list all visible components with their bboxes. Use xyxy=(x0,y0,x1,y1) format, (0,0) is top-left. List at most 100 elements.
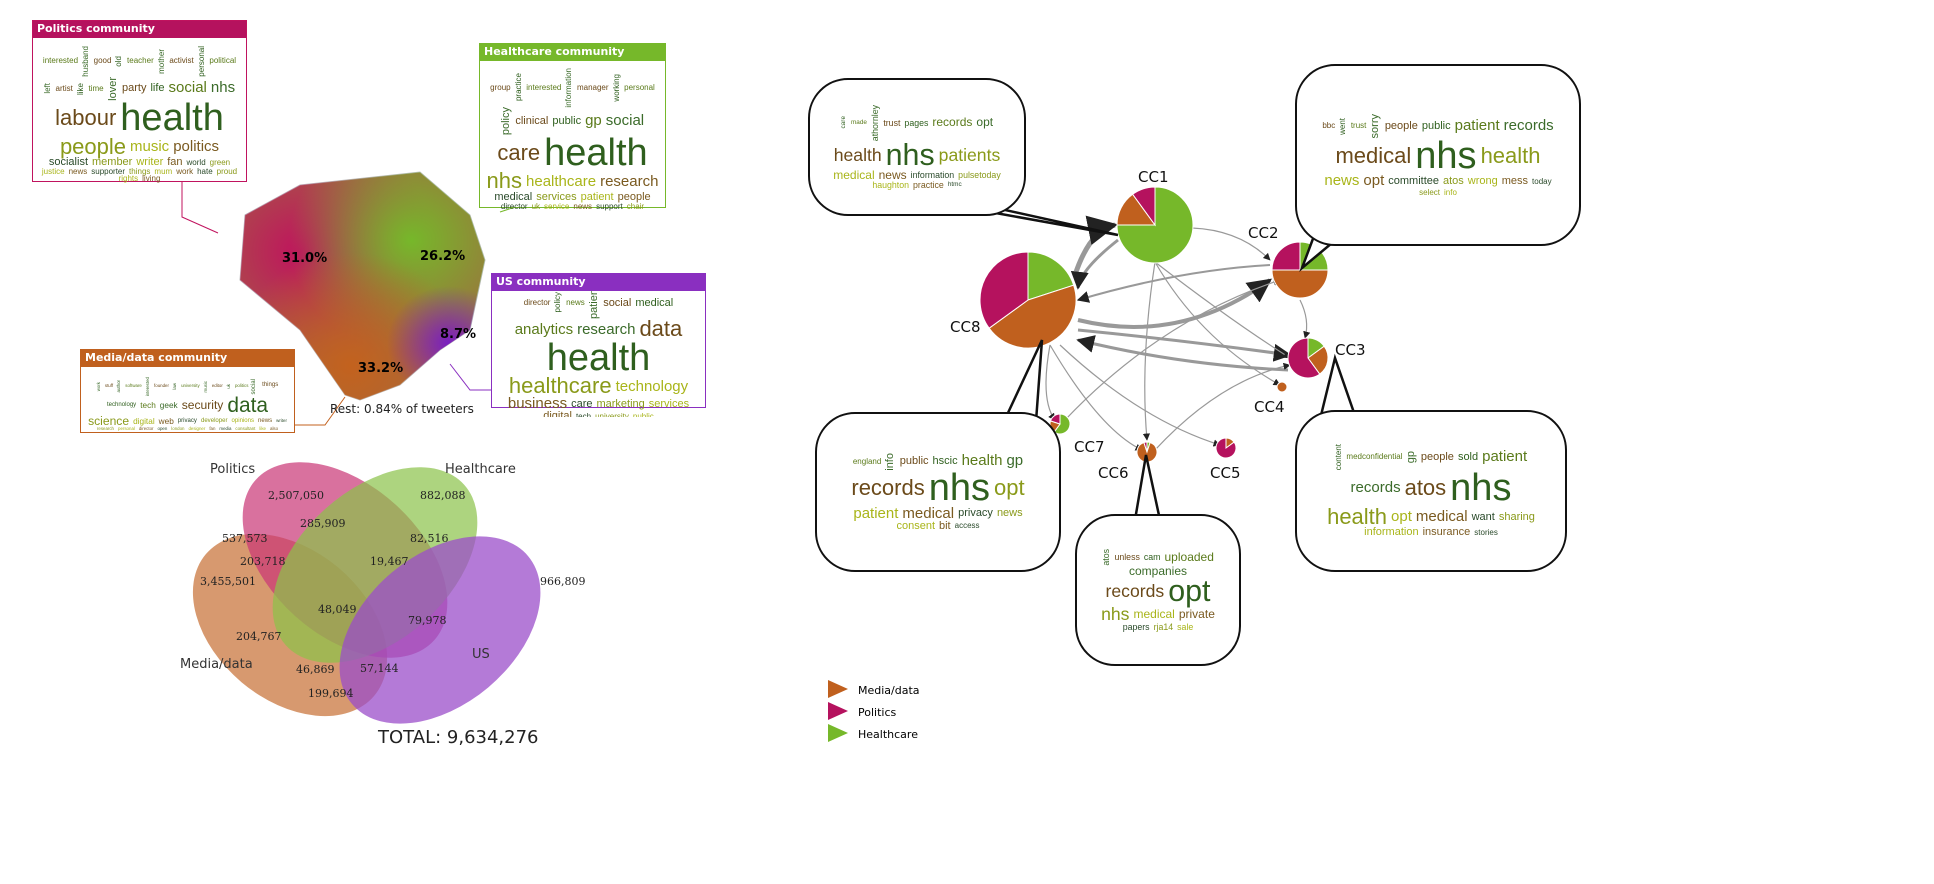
cloud-word: lover xyxy=(106,76,119,101)
cloud-word: activist xyxy=(169,56,194,66)
politics-community-title: Politics community xyxy=(33,21,246,38)
cloud-word: unless xyxy=(1114,552,1140,563)
venn-ph: 285,909 xyxy=(300,517,346,530)
cloud-word: medical xyxy=(902,504,955,522)
cloud-word: patient xyxy=(580,191,614,204)
cloud-word: sold xyxy=(1457,451,1479,464)
cloud-word: uk xyxy=(225,383,231,389)
cloud-word: good xyxy=(93,56,112,66)
cloud-word: chair xyxy=(626,201,645,211)
cloud-word: stuff xyxy=(104,383,114,389)
cloud-word: support xyxy=(596,201,623,211)
cloud-word: proud xyxy=(216,166,238,176)
cloud-word: policy xyxy=(499,107,512,136)
venn-diagram xyxy=(192,462,541,724)
cloud-word: designer xyxy=(188,426,206,432)
cloud-word: digital xyxy=(543,410,572,417)
cloud-word: atos xyxy=(1443,175,1464,188)
cloud-word: public xyxy=(899,455,929,468)
cloud-word: went xyxy=(1338,117,1348,135)
cloud-word: england xyxy=(852,456,882,466)
cloud-word: like xyxy=(75,82,85,95)
cloud-word: health xyxy=(1480,142,1541,168)
cloud-word: opt xyxy=(1391,507,1412,525)
pie-slice-politics xyxy=(1215,437,1237,459)
cloud-word: university xyxy=(595,411,629,417)
cloud-word: politics xyxy=(173,137,220,155)
cloud-word: services xyxy=(648,398,690,411)
cloud-word: made xyxy=(850,118,867,126)
cloud-word: care xyxy=(839,116,847,129)
cloud-word: director xyxy=(500,201,528,211)
cloud-word: people xyxy=(59,133,127,159)
cloud-word: people xyxy=(1420,451,1454,464)
cloud-word: privacy xyxy=(177,417,197,424)
venn-hm: 204,767 xyxy=(236,630,282,643)
pie-slice-healthcare xyxy=(1027,251,1075,301)
cloud-word: tech xyxy=(140,400,156,410)
legend-swatch-politics xyxy=(828,702,848,720)
cloud-word: nhs xyxy=(928,467,991,510)
cloud-word: privacy xyxy=(958,507,993,520)
cloud-word: medical xyxy=(1335,142,1412,168)
cloud-word: geek xyxy=(159,400,178,410)
pie-slice-politics xyxy=(1131,186,1156,227)
cloud-word: nhs xyxy=(210,79,236,97)
cloud-word: manager xyxy=(576,82,609,92)
cloud-word: opt xyxy=(994,475,1025,501)
venn-total: TOTAL: 9,634,276 xyxy=(377,727,539,748)
cloud-word: mum xyxy=(154,166,173,176)
pie-slice-politics xyxy=(1049,413,1061,425)
cloud-word: information xyxy=(564,67,574,108)
cloud-word: rja14 xyxy=(1153,621,1174,632)
cloud-word: gp xyxy=(585,112,602,130)
cloud-word: bbc xyxy=(1322,121,1336,131)
cloud-word: old xyxy=(114,55,124,67)
cloud-word: access xyxy=(954,521,980,531)
pie-slice-media xyxy=(1307,345,1329,375)
cloud-word: news xyxy=(258,417,273,424)
cloud-word: health xyxy=(544,132,648,175)
cloud-word: medical xyxy=(494,191,533,204)
cloud-word: music xyxy=(130,137,170,155)
cloud-word: patient xyxy=(1454,116,1500,134)
cloud-word: practice xyxy=(913,180,944,191)
cloud-word: supporter xyxy=(91,166,126,176)
cloud-word: insurance xyxy=(1422,526,1471,539)
cloud-word: group xyxy=(490,82,511,92)
cloud-word: work xyxy=(95,381,101,391)
cloud-word: justice xyxy=(41,166,65,176)
cloud-word: developer xyxy=(200,417,228,424)
cloud-word: web xyxy=(158,416,174,426)
cloud-word: left xyxy=(42,83,52,94)
pie-cc1 xyxy=(1116,186,1194,264)
pct-politics: 31.0% xyxy=(282,251,327,266)
cloud-word: htmc xyxy=(947,181,962,189)
venn-u: 966,809 xyxy=(540,575,586,588)
cloud-word: personal xyxy=(196,45,206,77)
cloud-word: sale xyxy=(1177,621,1194,632)
cloud-word: personal xyxy=(118,426,135,432)
cloud-word: trust xyxy=(1350,121,1367,131)
pie-cc3 xyxy=(1287,337,1329,379)
pie-slice-politics xyxy=(979,251,1029,329)
cloud-word: hate xyxy=(197,166,213,176)
cloud-word: fan xyxy=(209,426,216,432)
cloud-word: records xyxy=(851,475,925,501)
venn-p: 2,507,050 xyxy=(268,489,324,502)
cloud-word: haughton xyxy=(872,180,910,191)
pct-us: 8.7% xyxy=(440,327,476,342)
legend-politics: Politics xyxy=(858,706,897,719)
healthcare-community-title: Healthcare community xyxy=(480,44,665,61)
cloud-word: health xyxy=(833,144,882,165)
cloud-word: opinions xyxy=(231,417,255,424)
cloud-word: editor xyxy=(211,383,223,389)
